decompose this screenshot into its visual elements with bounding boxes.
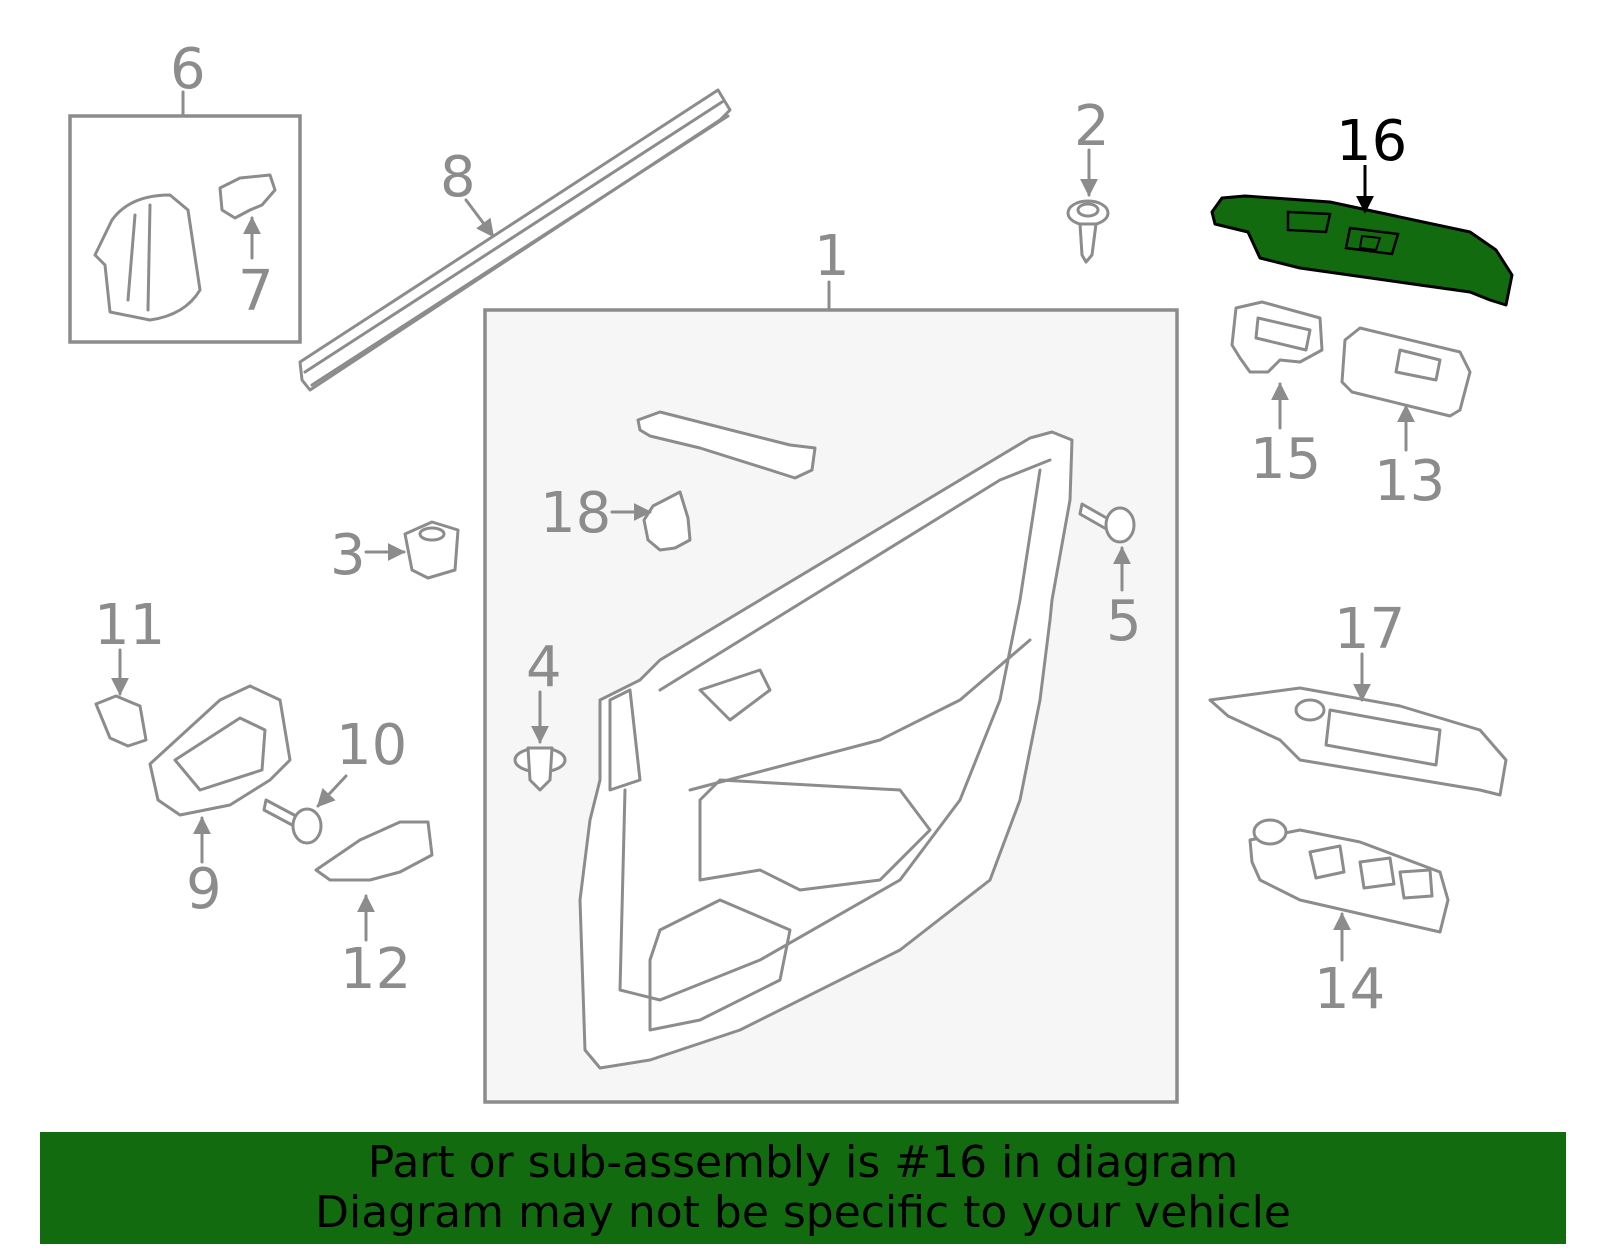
callout-10: 10 [336, 713, 407, 778]
pull-handle-bracket [636, 410, 817, 480]
callout-6: 6 [170, 37, 206, 102]
callout-1: 1 [814, 224, 850, 289]
callout-2: 2 [1074, 94, 1110, 159]
switch-panel-17 [1208, 686, 1508, 797]
belt-weatherstrip [298, 88, 732, 392]
info-banner: Part or sub-assembly is #16 in diagram D… [40, 1132, 1566, 1244]
callout-3: 3 [330, 523, 366, 588]
mirror-cover-frame [68, 90, 302, 344]
callout-5: 5 [1106, 589, 1142, 654]
switch-assembly-14 [1248, 818, 1450, 934]
cap-11 [94, 694, 148, 748]
callout-7: 7 [238, 259, 274, 324]
callout-8: 8 [440, 145, 476, 210]
power-window-switch-bezel-highlighted [1210, 194, 1514, 307]
screw-5 [1078, 502, 1136, 544]
screw [1066, 199, 1110, 264]
cover-12 [314, 820, 434, 882]
retainer-clip [403, 520, 460, 580]
callout-18: 18 [540, 481, 611, 546]
switch-15 [1230, 300, 1324, 374]
callout-16-highlighted: 16 [1336, 109, 1407, 174]
callout-13: 13 [1374, 449, 1445, 514]
callout-17: 17 [1334, 597, 1405, 662]
callout-12: 12 [340, 937, 411, 1002]
callout-4: 4 [526, 635, 562, 700]
handle-housing-9 [148, 684, 292, 817]
callout-15: 15 [1250, 427, 1321, 492]
clip [218, 173, 277, 220]
callout-14: 14 [1314, 957, 1385, 1022]
callout-9: 9 [186, 857, 222, 922]
screw-10 [262, 798, 323, 845]
door-trim-panel-frame [483, 280, 1179, 1104]
banner-line-1: Part or sub-assembly is #16 in diagram [367, 1137, 1239, 1188]
banner-line-2: Diagram may not be specific to your vehi… [315, 1187, 1291, 1238]
switch-13 [1340, 326, 1472, 418]
bracket-18 [642, 490, 692, 552]
push-clip-4 [513, 746, 567, 792]
callout-11: 11 [94, 593, 165, 658]
